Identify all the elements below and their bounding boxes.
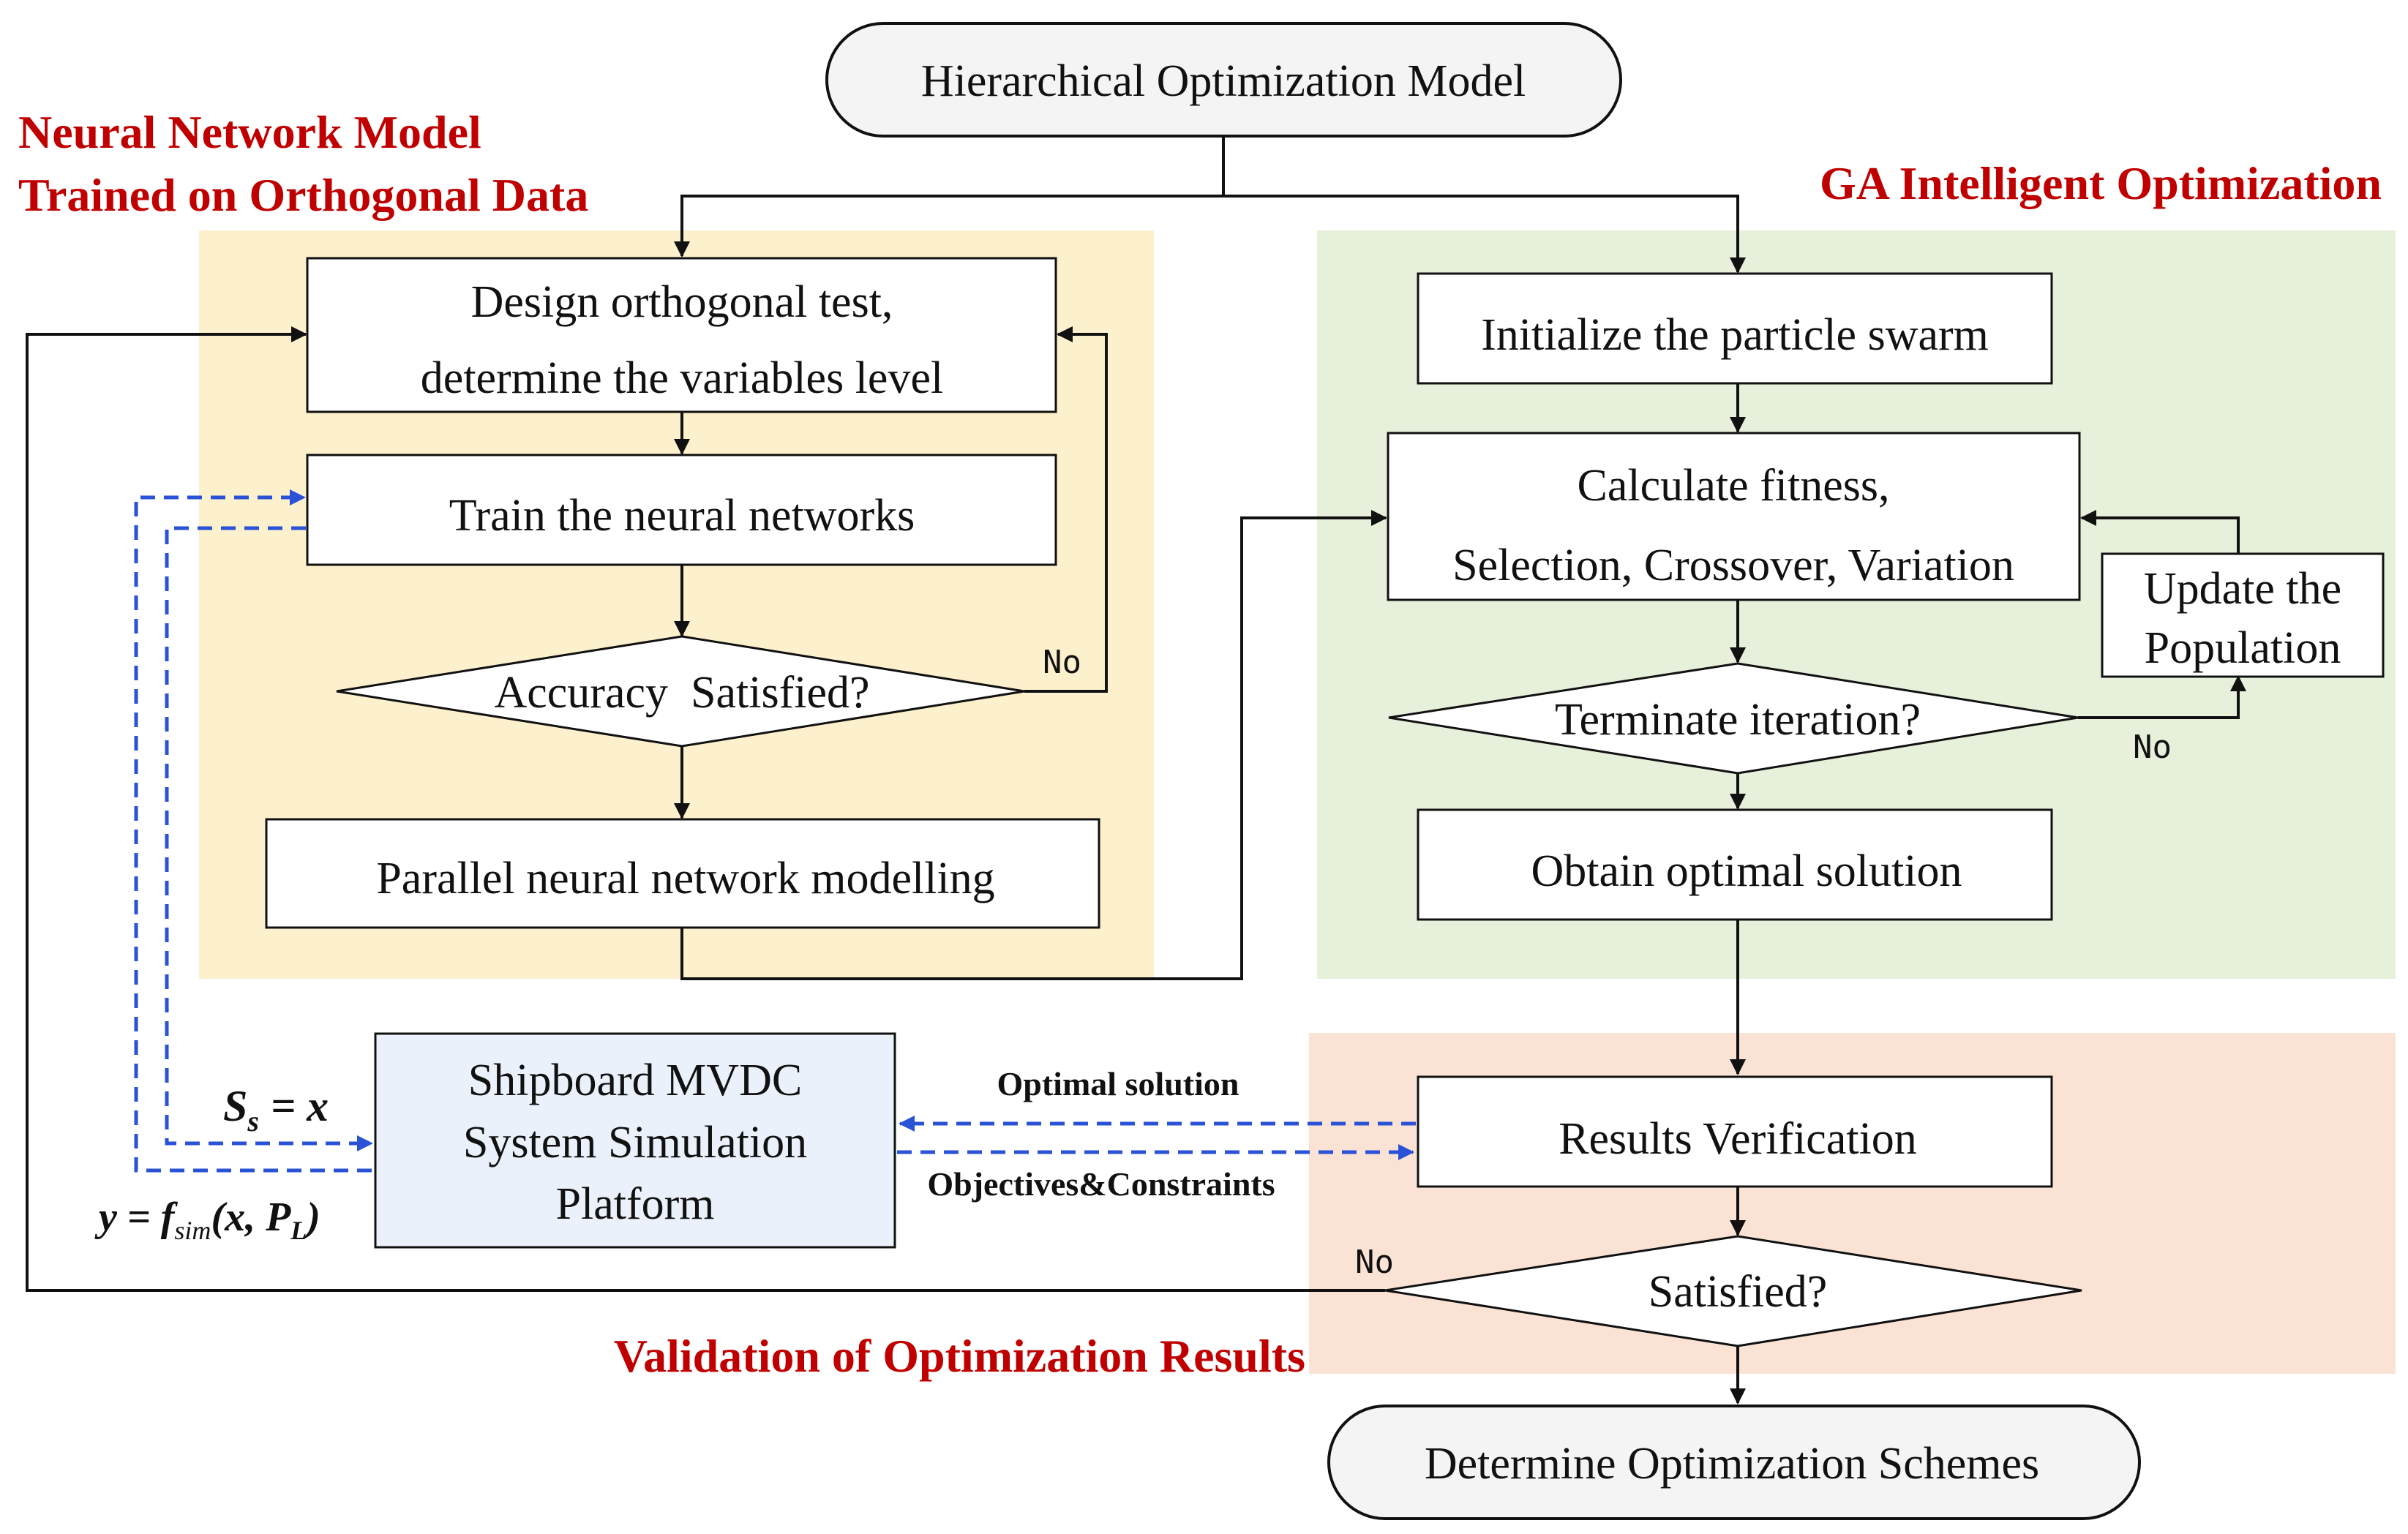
no-label-accuracy: No xyxy=(1043,644,1081,681)
parallel-nn-box: Parallel neural network modelling xyxy=(265,818,1100,929)
update-population-box: Update the Population xyxy=(2101,552,2385,678)
train-nn-box: Train the neural networks xyxy=(306,454,1057,566)
obtain-solution-box: Obtain optimal solution xyxy=(1417,808,2053,921)
fitness-line2: Selection, Crossover, Variation xyxy=(1452,541,2014,590)
edge-split-right xyxy=(1223,195,1746,274)
simulation-platform-box: Shipboard MVDC System Simulation Platfor… xyxy=(374,1032,896,1249)
accuracy-decision: Accuracy Satisfied? xyxy=(336,635,1025,748)
objectives-constraints-label: Objectives&Constraints xyxy=(927,1165,1275,1203)
solid-connectors xyxy=(26,136,2246,1405)
design-test-box: Design orthogonal test, determine the va… xyxy=(306,257,1057,413)
svg-text:y = fsim(x, PL): y = fsim(x, PL) xyxy=(94,1195,320,1245)
svg-text:Ss= x: Ss = x xyxy=(223,1082,329,1138)
equation-y: y = fsim(x, PL) xyxy=(94,1195,320,1245)
eq-y-args-open: (x, P xyxy=(211,1195,291,1240)
eq-y-args-sub: L xyxy=(290,1216,307,1245)
simulation-platform-line3: Platform xyxy=(556,1179,715,1229)
eq-ss-rest: = x xyxy=(271,1082,329,1130)
design-test-line1: Design orthogonal test, xyxy=(471,277,893,327)
start-terminal: Hierarchical Optimization Model xyxy=(825,22,1622,138)
edge-update-fitness xyxy=(2080,510,2240,554)
edge-terminate-no-update xyxy=(2078,675,2246,719)
init-swarm-box: Initialize the particle swarm xyxy=(1417,272,2053,385)
optimal-solution-label: Optimal solution xyxy=(997,1065,1239,1102)
results-verification-label: Results Verification xyxy=(1559,1114,1917,1164)
satisfied-decision-label: Satisfied? xyxy=(1649,1267,1828,1317)
equation-ss: Ss = x xyxy=(223,1082,329,1138)
fitness-box: Calculate fitness, Selection, Crossover,… xyxy=(1387,432,2081,601)
section-title-neural-2: Trained on Orthogonal Data xyxy=(18,169,588,221)
no-label-satisfied: No xyxy=(1355,1244,1394,1281)
edge-parallel-fitness xyxy=(680,510,1387,980)
end-terminal: Determine Optimization Schemes xyxy=(1327,1405,2141,1520)
section-title-validation: Validation of Optimization Results xyxy=(614,1330,1305,1382)
eq-y-lhs: y = f xyxy=(94,1195,179,1240)
eq-y-sub: sim xyxy=(174,1216,211,1245)
edge-accuracy-no-loop xyxy=(1024,326,1108,693)
dashed-train-to-sim xyxy=(165,526,373,1151)
parallel-nn-label: Parallel neural network modelling xyxy=(376,854,994,903)
end-terminal-label: Determine Optimization Schemes xyxy=(1425,1439,2039,1489)
dashed-sim-to-train xyxy=(134,489,372,1173)
design-test-line2: determine the variables level xyxy=(421,353,943,403)
section-title-neural-1: Neural Network Model xyxy=(18,106,481,158)
eq-ss-main: S xyxy=(223,1082,247,1130)
edge-split-left xyxy=(674,195,1223,257)
train-nn-label: Train the neural networks xyxy=(449,491,915,541)
terminate-decision: Terminate iteration? xyxy=(1388,662,2079,775)
obtain-solution-label: Obtain optimal solution xyxy=(1531,846,1962,896)
edge-satisfied-no-loop xyxy=(26,326,1385,1292)
satisfied-decision: Satisfied? xyxy=(1384,1235,2082,1347)
init-swarm-label: Initialize the particle swarm xyxy=(1481,310,1989,360)
update-population-line2: Population xyxy=(2145,623,2341,673)
section-title-ga: GA Intelligent Optimization xyxy=(1820,157,2382,209)
accuracy-decision-label: Accuracy Satisfied? xyxy=(495,668,870,718)
start-terminal-label: Hierarchical Optimization Model xyxy=(921,56,1526,106)
dashed-connectors xyxy=(134,489,1416,1173)
update-population-line1: Update the xyxy=(2144,564,2341,614)
results-verification-box: Results Verification xyxy=(1417,1075,2053,1188)
simulation-platform-line2: System Simulation xyxy=(463,1118,807,1168)
eq-ss-sub: s xyxy=(247,1105,259,1138)
simulation-platform-line1: Shipboard MVDC xyxy=(468,1056,802,1105)
eq-y-args-close: ) xyxy=(303,1195,320,1240)
fitness-line1: Calculate fitness, xyxy=(1578,461,1890,511)
terminate-decision-label: Terminate iteration? xyxy=(1555,695,1921,745)
no-label-terminate: No xyxy=(2133,729,2172,766)
